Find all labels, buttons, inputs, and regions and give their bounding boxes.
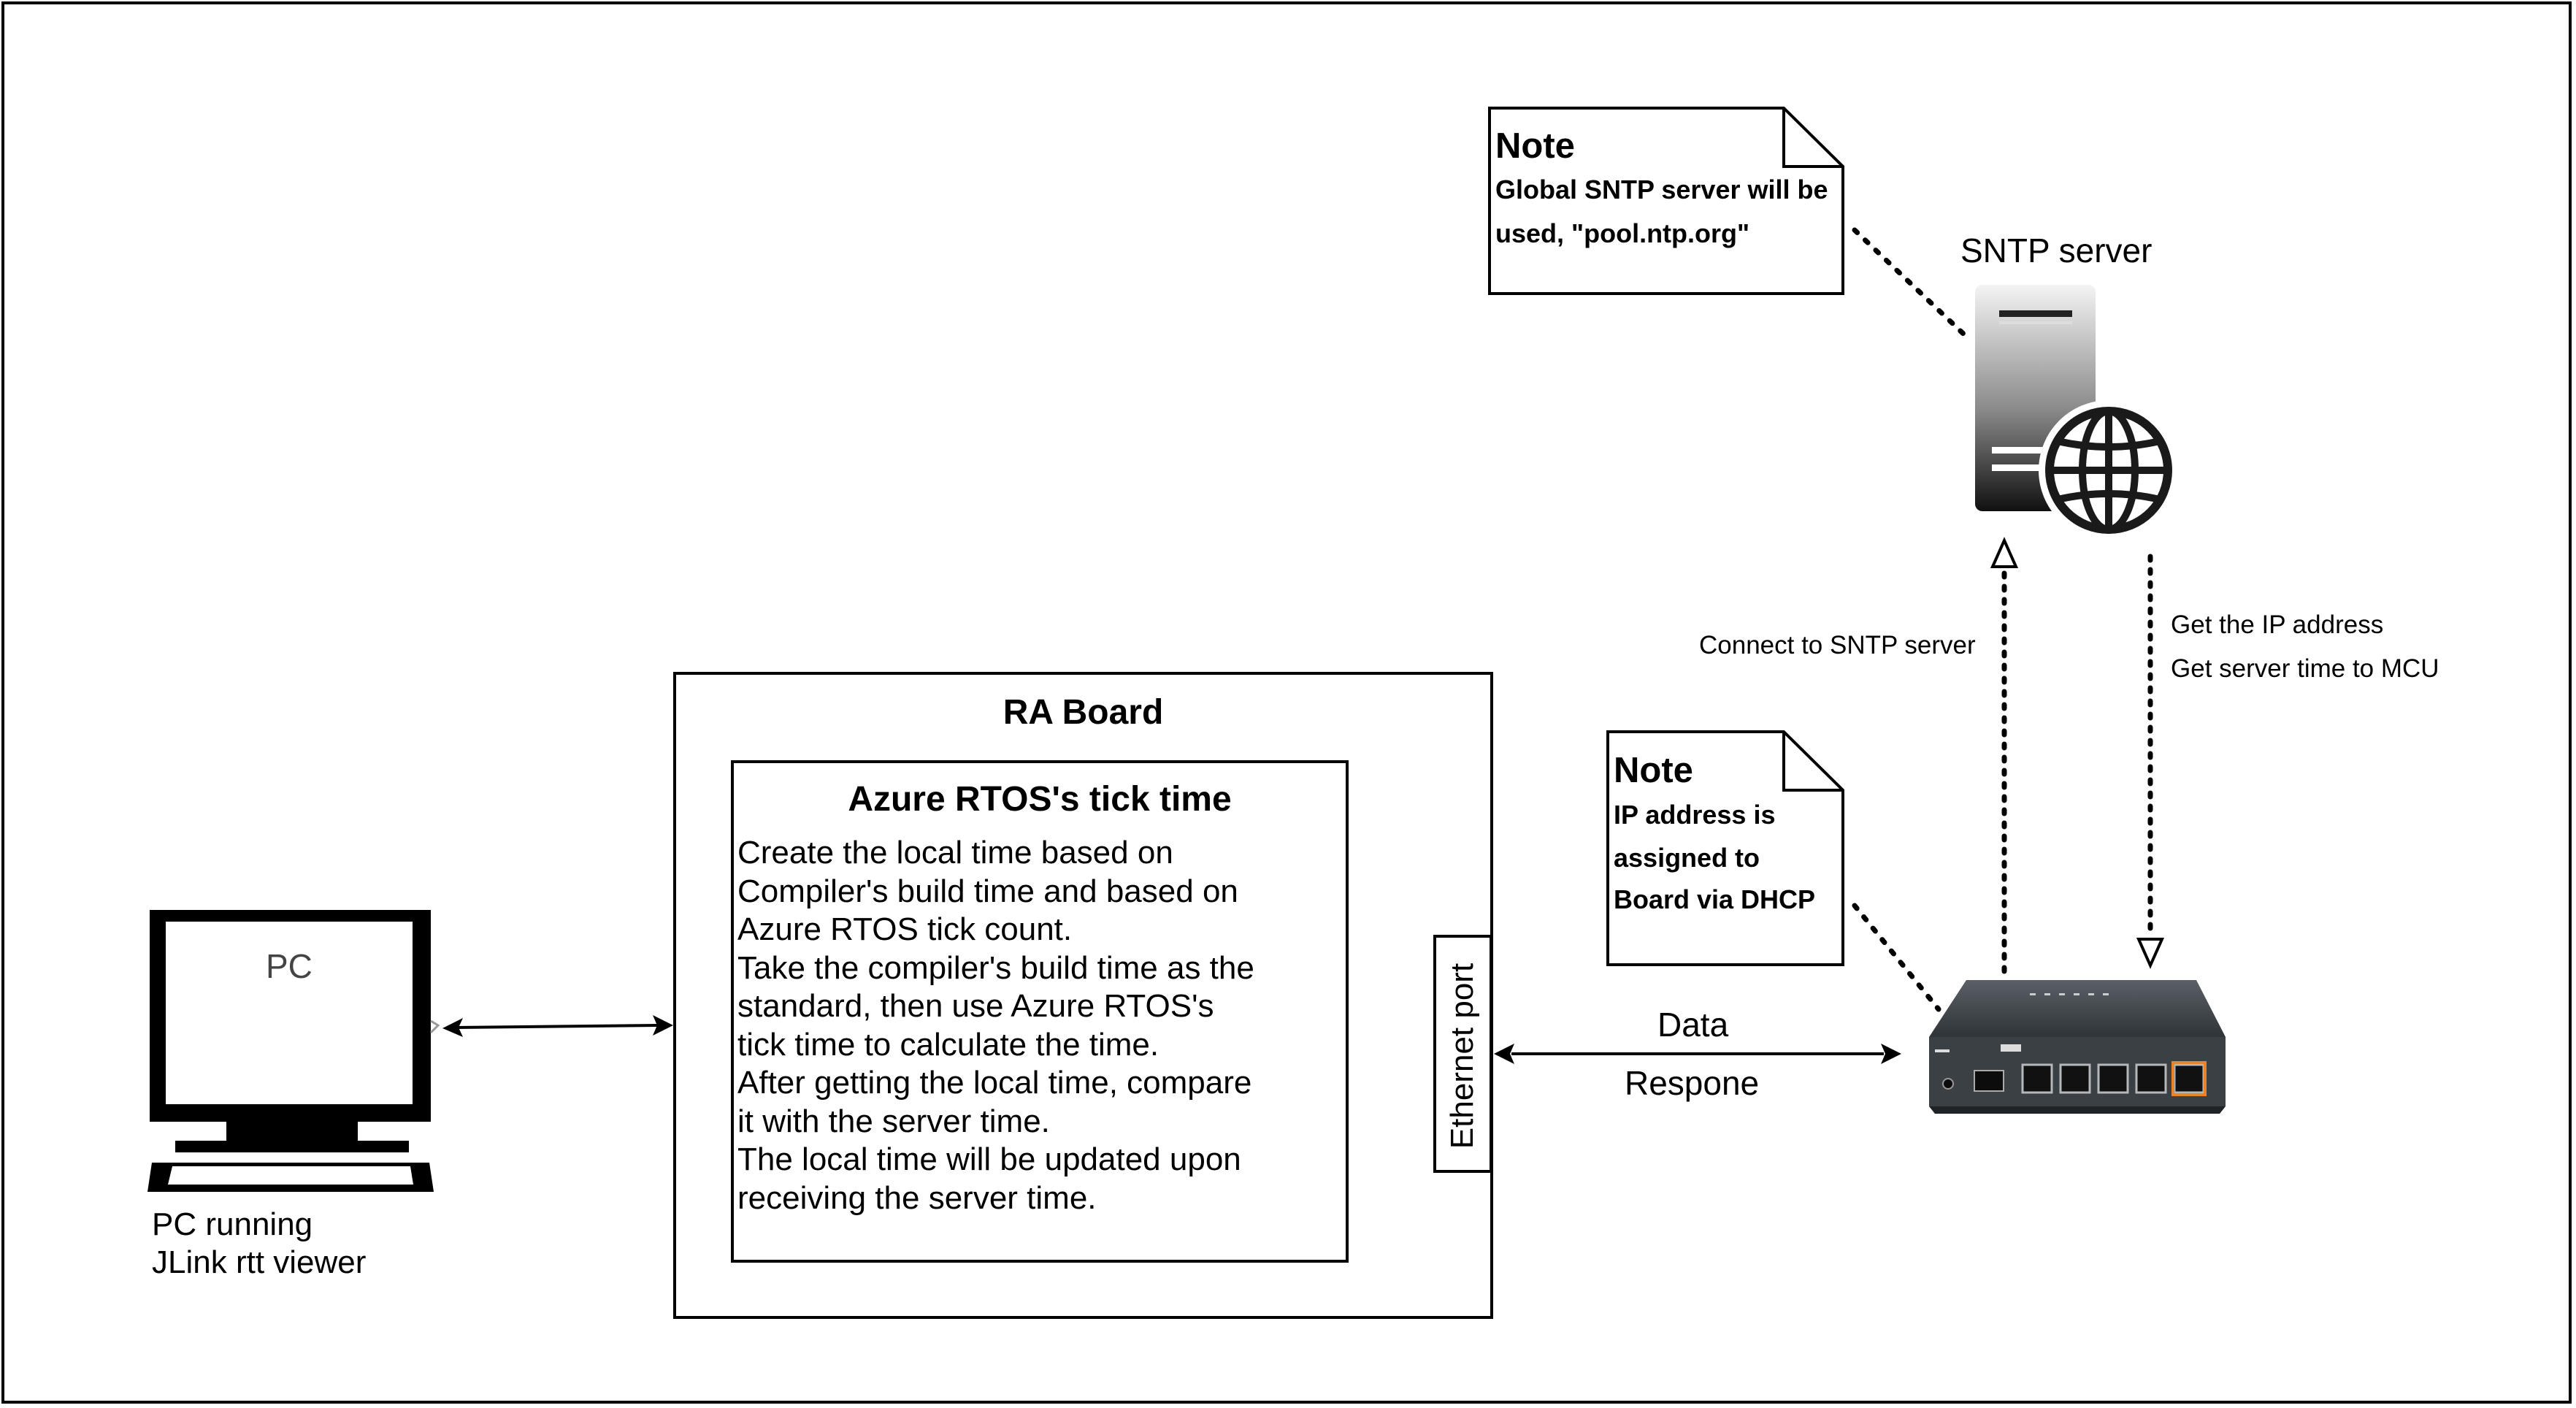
azure-rtos-box bbox=[731, 760, 1349, 1263]
note-sntp-line2: used, "pool.ntp.org" bbox=[1495, 218, 1750, 248]
get-ip-label: Get the IP address bbox=[2171, 611, 2384, 639]
router-icon bbox=[1929, 980, 2226, 1114]
pc-caption-line1: PC running bbox=[152, 1206, 313, 1242]
note-dhcp-line2: assigned to bbox=[1614, 843, 1760, 873]
sntp-server-icon bbox=[1975, 285, 2179, 540]
azure-rtos-description-line: Azure RTOS tick count. bbox=[737, 911, 1073, 947]
data-response-link bbox=[1494, 1044, 1901, 1064]
pc-screen-label: PC bbox=[266, 947, 313, 985]
ethernet-port: Ethernet port bbox=[1433, 935, 1492, 1173]
azure-rtos-description-line: The local time will be updated upon bbox=[737, 1141, 1241, 1177]
note-dhcp-shape bbox=[1606, 730, 1844, 966]
note-sntp-shape bbox=[1488, 107, 1844, 295]
azure-rtos-title: Azure RTOS's tick time bbox=[848, 780, 1232, 819]
pc-caption-line2: JLink rtt viewer bbox=[152, 1244, 367, 1280]
connect-sntp-label: Connect to SNTP server bbox=[1699, 631, 1976, 659]
azure-rtos-description-line: receiving the server time. bbox=[737, 1179, 1097, 1216]
pc-board-link bbox=[442, 1015, 673, 1037]
azure-rtos-description-line: it with the server time. bbox=[737, 1103, 1050, 1139]
azure-rtos-description-line: Compiler's build time and based on bbox=[737, 873, 1238, 909]
azure-rtos-description-line: tick time to calculate the time. bbox=[737, 1026, 1159, 1063]
azure-rtos-description-line: Create the local time based on bbox=[737, 835, 1173, 871]
note-dhcp-connector bbox=[1852, 903, 1941, 1012]
note-sntp-connector bbox=[1852, 227, 1967, 337]
pc-computer-icon bbox=[147, 910, 440, 1192]
note-sntp-title: Note bbox=[1495, 126, 1575, 166]
note-sntp-line1: Global SNTP server will be bbox=[1495, 175, 1828, 204]
azure-rtos-description-line: Take the compiler's build time as the bbox=[737, 949, 1254, 986]
server-time-arrow bbox=[2136, 554, 2165, 969]
note-dhcp-line3: Board via DHCP bbox=[1614, 884, 1816, 914]
sntp-server-label: SNTP server bbox=[1960, 232, 2153, 269]
azure-rtos-description-line: After getting the local time, compare bbox=[737, 1065, 1252, 1101]
response-label: Respone bbox=[1625, 1064, 1760, 1102]
azure-rtos-description-line: standard, then use Azure RTOS's bbox=[737, 988, 1214, 1024]
connect-sntp-arrow bbox=[1990, 537, 2019, 974]
ethernet-port-label: Ethernet port bbox=[1444, 963, 1480, 1149]
data-label: Data bbox=[1657, 1006, 1729, 1044]
note-dhcp-title: Note bbox=[1614, 751, 1693, 790]
ra-board-title: RA Board bbox=[1003, 693, 1164, 732]
get-time-label: Get server time to MCU bbox=[2171, 654, 2439, 683]
note-dhcp-line1: IP address is bbox=[1614, 800, 1776, 830]
